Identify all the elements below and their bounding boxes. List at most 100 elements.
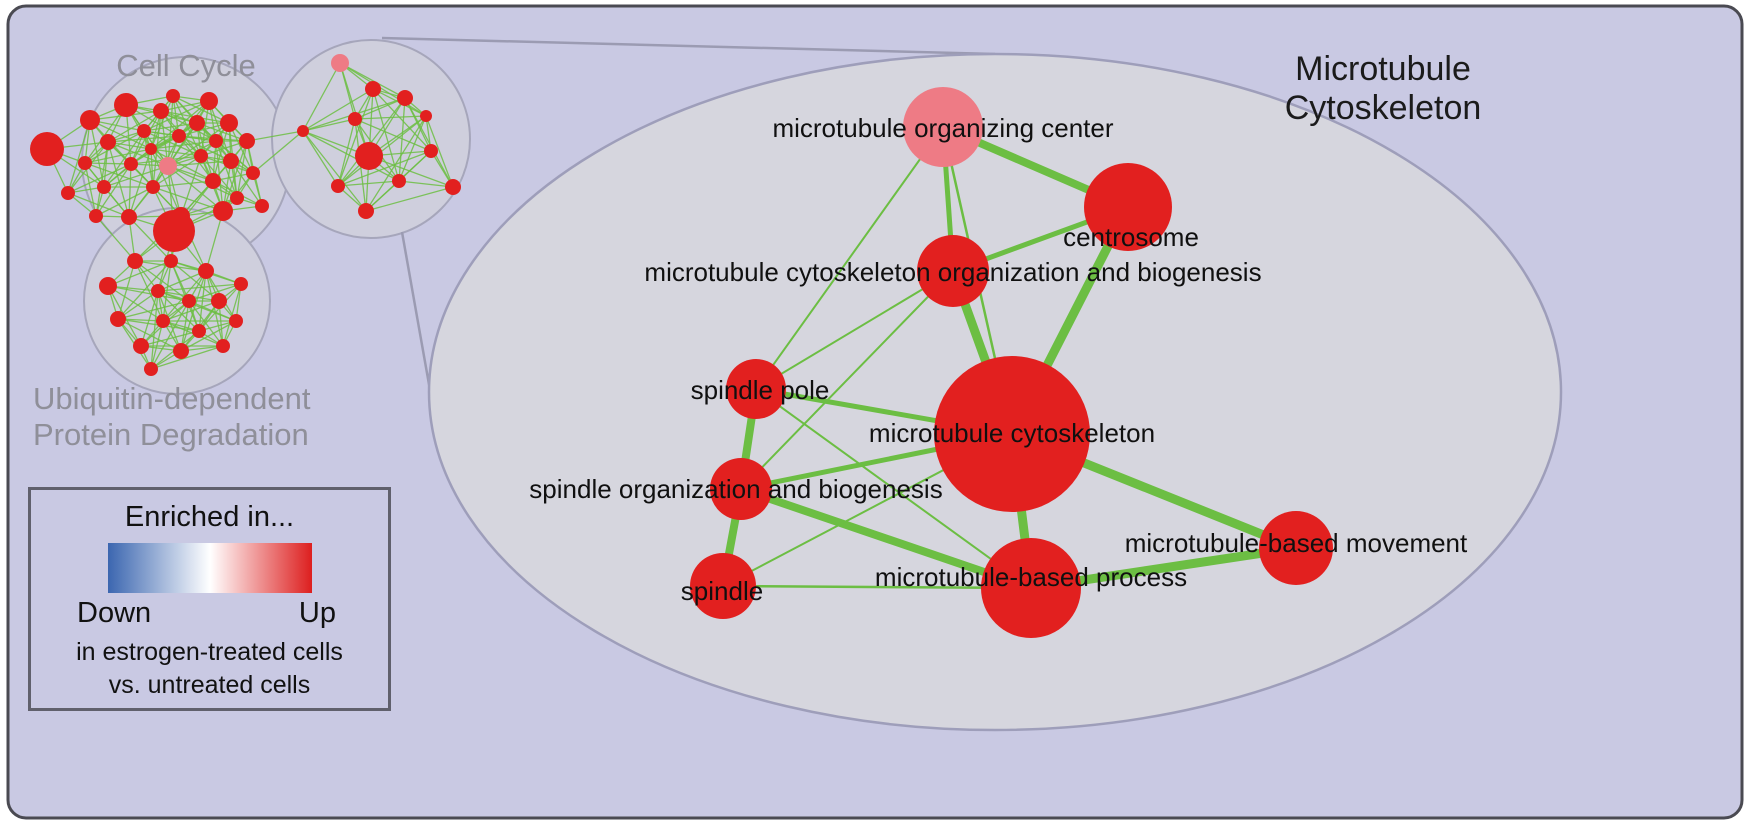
overview-node [223,153,239,169]
overview-edge [103,130,145,188]
overview-edge [160,110,169,167]
overview-edge [107,141,130,218]
overview-node [220,114,238,132]
overview-edge [398,115,427,182]
node-label-spindle-organization-and-biogenesis: spindle organization and biogenesis [529,474,942,504]
node-microtubule-cytoskeleton [934,356,1090,512]
node-label-spindle: spindle [681,576,763,606]
overview-edge [205,210,224,272]
overview-node [145,143,157,155]
overview-node [124,157,138,171]
overview-node [166,89,180,103]
edge-microtubule-organizing-center--spindle-pole [755,126,944,390]
overview-edge [222,140,248,212]
edge-spindle--microtubule-based-process [721,584,1033,590]
overview-edge [180,270,207,352]
legend-down-label: Down [77,597,152,629]
overview-node [355,142,383,170]
overview-edge [117,260,136,320]
overview-edge [354,118,432,152]
overview-edge [180,155,202,217]
overview-node [205,173,221,189]
overview-node [209,134,223,148]
overview-node [216,339,230,353]
overview-edge [365,186,454,212]
overview-edge [372,88,432,152]
overview-node [173,343,189,359]
overview-edge [150,290,159,370]
overview-node [230,191,244,205]
node-microtubule-organizing-center [903,87,983,167]
overview-node [420,110,432,122]
overview-edge [205,270,224,347]
overview-node [156,314,170,328]
overview-edge [398,150,432,182]
overview-edge [212,122,230,182]
overview-edge [107,141,169,167]
overview-node [61,186,75,200]
edge-spindle-organization-and-biogenesis--microtubule-based-process [737,485,1035,592]
overview-edge [117,260,172,320]
overview-node [153,210,195,252]
overview-edge [103,165,169,188]
overview-node [348,112,362,126]
overview-node [99,277,117,295]
legend-up-label: Up [298,597,336,629]
edge-spindle-pole--microtubule-based-process [755,388,1032,589]
overview-edge [339,62,406,99]
node-centrosome [1084,163,1172,251]
overview-edge [425,115,454,188]
overview-node [445,179,461,195]
node-label-microtubule-cytoskeleton: microtubule cytoskeleton [869,418,1155,448]
overview-node [164,254,178,268]
overview-edge [337,118,356,187]
overview-edge [339,62,427,117]
overview-node [146,180,160,194]
overview-edge [150,345,224,370]
zoom-callout-line [381,36,996,56]
overview-node [192,324,206,338]
cluster-circle-microtubule-small [271,39,471,239]
overview-edge [152,155,202,188]
overview-node [30,132,64,166]
overview-edge [368,155,454,188]
overview-edge [107,285,190,302]
node-spindle [690,553,756,619]
edge-microtubule-cytoskeleton-organization-and-biogenesis--spindle-pole [755,270,954,390]
node-label-microtubule-organizing-center: microtubule organizing center [772,113,1113,143]
node-microtubule-based-movement [1259,511,1333,585]
overview-edge [157,290,200,332]
overview-edge [128,216,172,262]
overview-edge [222,283,242,347]
overview-edge [398,180,454,188]
overview-edge [95,186,154,217]
overview-edge [128,148,152,218]
overview-edge [200,100,210,157]
overview-node [151,284,165,298]
node-label-centrosome: centrosome [1063,222,1199,252]
overview-edge [339,62,370,157]
overview-edge [143,130,154,188]
overview-node [80,110,100,130]
overview-node [331,179,345,193]
overview-edge [215,140,224,212]
node-spindle-organization-and-biogenesis [710,458,772,520]
overview-edge [107,110,162,143]
node-label-microtubule-cytoskeleton-organization-and-biogenesis: microtubule cytoskeleton organization an… [644,257,1261,287]
overview-edge [215,140,238,199]
overview-edge [95,215,136,262]
overview-edge [354,115,427,120]
overview-edge [140,330,200,347]
overview-node [229,314,243,328]
overview-edge [160,110,217,142]
legend-box: Enriched in... Down Up in estrogen-treat… [28,487,391,711]
edge-microtubule-cytoskeleton-organization-and-biogenesis--spindle-organization-and-biogenesis [740,270,954,490]
overview-node [127,253,143,269]
overview-edge [150,320,164,370]
overview-edge [252,130,304,174]
overview-node [331,54,349,72]
overview-edge [337,180,400,187]
node-label-spindle-pole: spindle pole [691,375,830,405]
